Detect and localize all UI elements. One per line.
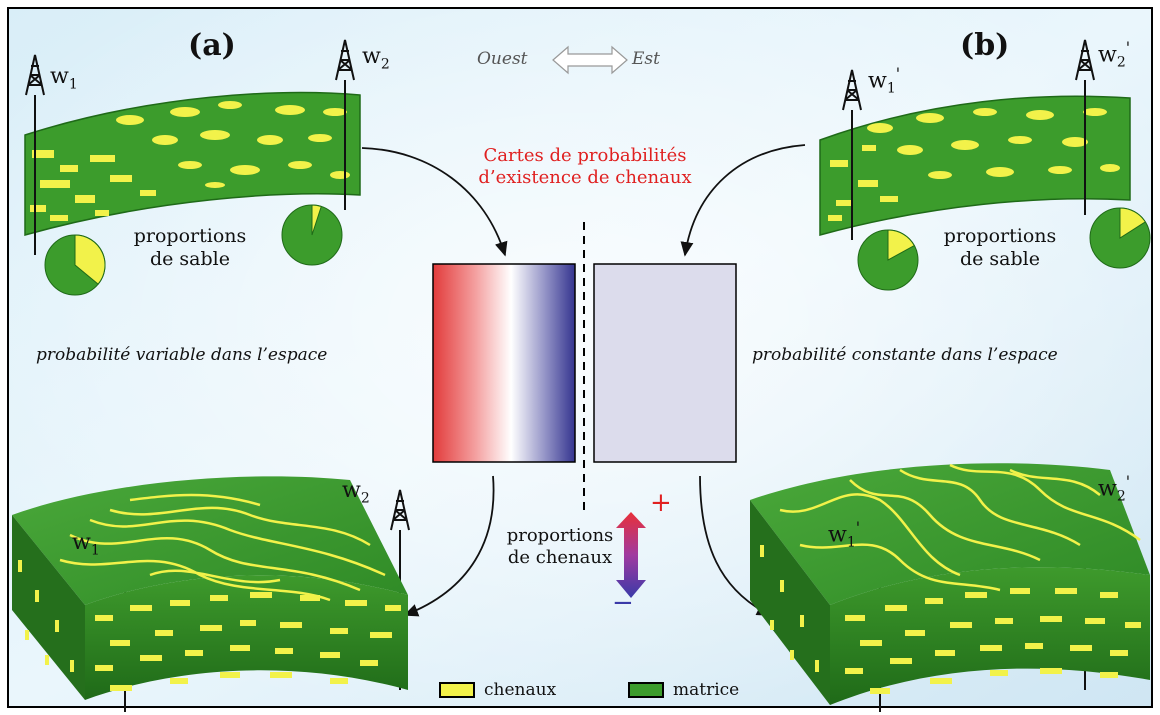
- pie-b-w1: [857, 229, 919, 291]
- flow-arrows: [361, 144, 806, 617]
- pie-b-w2: [1089, 207, 1151, 269]
- pie-a-w2: [281, 204, 343, 266]
- channel-proportion-arrow: [616, 512, 646, 598]
- panel-a-description: probabilité variable dans l’espace: [36, 345, 328, 365]
- well-b-bottom-w1-label: w1': [828, 518, 861, 551]
- legend-label-matrice: matrice: [673, 680, 740, 700]
- west-label: Ouest: [477, 49, 528, 69]
- panel-b-label: (b): [960, 28, 1010, 63]
- east-west-arrow: [552, 45, 628, 75]
- prob-map-variable: [432, 263, 576, 463]
- prob-map-constant: [593, 263, 737, 463]
- well-a-w1-label: w1: [50, 64, 78, 93]
- legend-swatch-matrice: [628, 682, 664, 698]
- panel-a-label: (a): [188, 28, 236, 63]
- well-a-bottom-w1-label: w1: [72, 530, 100, 559]
- sand-bodies-b: [828, 108, 1120, 221]
- well-b-bottom-w2-label: w2': [1098, 472, 1131, 505]
- minus-sign: −: [612, 588, 634, 618]
- well-b-w1-label: w1': [868, 64, 901, 97]
- panel-b-description: probabilité constante dans l’espace: [752, 345, 1058, 365]
- well-a-bottom-w2-label: w2: [342, 478, 370, 507]
- pie-a-w1: [44, 234, 106, 296]
- east-label: Est: [632, 49, 660, 69]
- plus-sign: +: [650, 488, 672, 518]
- slab-b: [819, 95, 1131, 236]
- well-b-w2-label: w2': [1098, 38, 1131, 71]
- sand-bodies-a: [30, 101, 350, 221]
- block-a: [12, 476, 408, 700]
- block-b: [750, 463, 1150, 705]
- slab-a: [24, 91, 361, 236]
- legend-swatch-chenaux: [439, 682, 475, 698]
- legend-label-chenaux: chenaux: [484, 680, 557, 700]
- well-a-w2-label: w2: [362, 44, 390, 73]
